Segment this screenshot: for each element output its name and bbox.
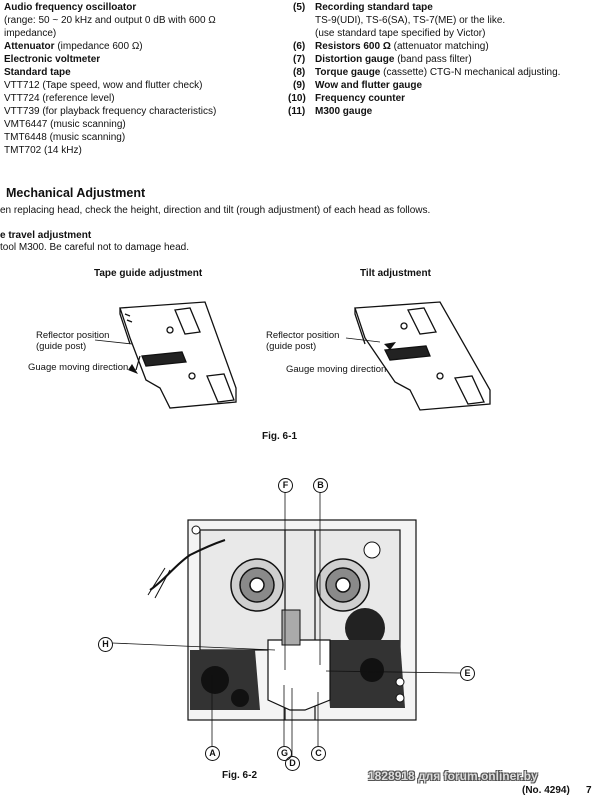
tilt-plate-drawing xyxy=(354,301,491,411)
list-number: (7) xyxy=(293,54,306,65)
marker-b: B xyxy=(313,478,328,493)
list-line: VTT739 (for playback frequency character… xyxy=(4,106,217,117)
list-line: M300 gauge xyxy=(315,106,373,117)
list-number: (8) xyxy=(293,67,306,78)
fig1-reflector-label-left-2: (guide post) xyxy=(36,341,87,352)
list-line: Distortion gauge (band pass filter) xyxy=(315,54,472,65)
list-line: Attenuator (impedance 600 Ω) xyxy=(4,41,143,52)
fig1-drawings xyxy=(94,301,491,411)
watermark: 1828918 для forum.onliner.by xyxy=(368,769,538,783)
marker-f: F xyxy=(278,478,293,493)
fig1-left-title: Tape guide adjustment xyxy=(94,268,203,279)
list-line: TMT702 (14 kHz) xyxy=(4,145,82,156)
reflector-leader-line xyxy=(94,339,133,345)
fig1-direction-label-right: Gauge moving direction xyxy=(286,364,387,375)
list-line: VTT724 (reference level) xyxy=(4,93,115,104)
fig1-reflector-label-left: Reflector position xyxy=(36,330,110,341)
subsection-text: tool M300. Be careful not to damage head… xyxy=(0,242,190,253)
reflector-leader-line xyxy=(345,337,381,343)
list-line: TS-9(UDI), TS-6(SA), TS-7(ME) or the lik… xyxy=(315,15,506,26)
fig1-reflector-label-right: Reflector position xyxy=(266,330,340,341)
fig1-right-title: Tilt adjustment xyxy=(360,268,431,279)
fig1-reflector-label-right-2: (guide post) xyxy=(266,341,317,352)
list-line: Wow and flutter gauge xyxy=(315,80,423,91)
document-number: (No. 4294) xyxy=(522,785,570,796)
list-line: Resistors 600 Ω (attenuator matching) xyxy=(315,41,489,52)
list-line: Torque gauge (cassette) CTG-N mechanical… xyxy=(315,67,561,78)
fig2-caption: Fig. 6-2 xyxy=(222,770,258,781)
fig2-mechanism-drawing xyxy=(111,492,461,756)
direction-arrow xyxy=(384,342,396,350)
marker-a: A xyxy=(205,746,220,761)
list-number: (11) xyxy=(288,106,306,117)
direction-arrow xyxy=(128,364,138,374)
section-intro: en replacing head, check the height, dir… xyxy=(0,205,431,216)
list-line: VTT712 (Tape speed, wow and flutter chec… xyxy=(4,80,203,91)
list-line: Electronic voltmeter xyxy=(4,54,101,65)
list-line: (use standard tape specified by Victor) xyxy=(315,28,486,39)
marker-h: H xyxy=(98,637,113,652)
list-line: TMT6448 (music scanning) xyxy=(4,132,126,143)
subsection-heading: e travel adjustment xyxy=(0,230,92,241)
reel-left xyxy=(230,558,284,612)
tape-guide-plate-drawing xyxy=(119,301,237,409)
list-number: (6) xyxy=(293,41,306,52)
list-line: VMT6447 (music scanning) xyxy=(4,119,126,130)
reel-right xyxy=(316,558,370,612)
list-line: impedance) xyxy=(4,28,57,39)
fig1-caption: Fig. 6-1 xyxy=(262,431,298,442)
page-number: 7 xyxy=(586,785,592,796)
list-line: Frequency counter xyxy=(315,93,406,104)
list-line: Audio frequency oscilloator xyxy=(4,2,137,13)
marker-e: E xyxy=(460,666,475,681)
list-number: (10) xyxy=(288,93,306,104)
marker-d: D xyxy=(285,756,300,771)
list-number: (5) xyxy=(293,2,306,13)
section-title: Mechanical Adjustment xyxy=(6,186,146,200)
list-line: (range: 50 ~ 20 kHz and output 0 dB with… xyxy=(4,15,216,26)
list-line: Recording standard tape xyxy=(315,2,433,13)
fig1-direction-label-left: Guage moving direction xyxy=(28,362,129,373)
list-number: (9) xyxy=(293,80,306,91)
list-line: Standard tape xyxy=(4,67,71,78)
marker-c: C xyxy=(311,746,326,761)
marker-g: G xyxy=(277,746,292,761)
